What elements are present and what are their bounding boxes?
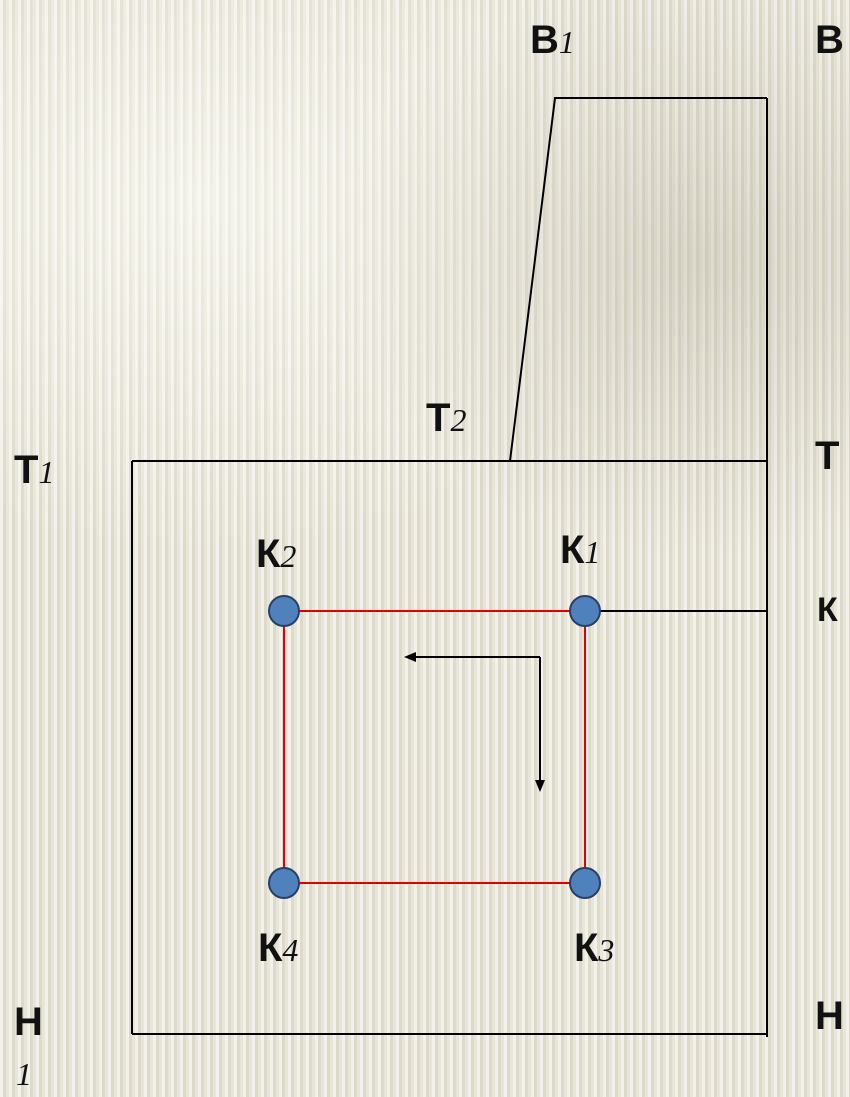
label-k4: К4 — [258, 928, 298, 968]
label-h1: Н — [14, 1002, 43, 1042]
label-t-letter: Т — [815, 434, 840, 478]
upper-section-outline — [509, 97, 767, 462]
node-k3 — [569, 867, 601, 899]
label-t2: Т2 — [426, 398, 466, 438]
label-b1-sub: 1 — [558, 24, 575, 60]
label-t2-sub: 2 — [450, 402, 467, 438]
label-k4-sub: 4 — [282, 932, 299, 968]
label-t2-letter: Т — [426, 396, 451, 440]
label-k2: К2 — [256, 534, 296, 574]
label-t1: Т1 — [14, 450, 54, 490]
node-k2 — [268, 595, 300, 627]
direction-arrow-icon — [404, 652, 545, 792]
node-k4 — [268, 867, 300, 899]
label-k1: К1 — [560, 530, 600, 570]
label-b1: В1 — [530, 20, 575, 60]
label-b1-letter: В — [530, 18, 559, 62]
label-h-letter: Н — [815, 994, 844, 1038]
label-k: К — [817, 593, 838, 627]
label-t: Т — [815, 436, 839, 476]
red-contour — [283, 610, 586, 884]
label-b: В — [815, 20, 844, 60]
label-k3-sub: 3 — [598, 932, 615, 968]
label-t1-letter: Т — [14, 448, 39, 492]
label-k2-letter: К — [256, 532, 281, 576]
label-h1-sub: 1 — [16, 1056, 32, 1092]
label-k2-sub: 2 — [280, 538, 297, 574]
label-h: Н — [815, 996, 844, 1036]
label-k3-letter: К — [574, 926, 599, 970]
label-k4-letter: К — [258, 926, 283, 970]
label-k3: К3 — [574, 928, 614, 968]
label-k1-letter: К — [560, 528, 585, 572]
label-k-letter: К — [817, 591, 838, 629]
label-h1-letter: Н — [14, 1000, 43, 1044]
label-b-letter: В — [815, 18, 844, 62]
label-t1-sub: 1 — [38, 454, 55, 490]
node-k1 — [569, 595, 601, 627]
label-k1-sub: 1 — [584, 534, 601, 570]
